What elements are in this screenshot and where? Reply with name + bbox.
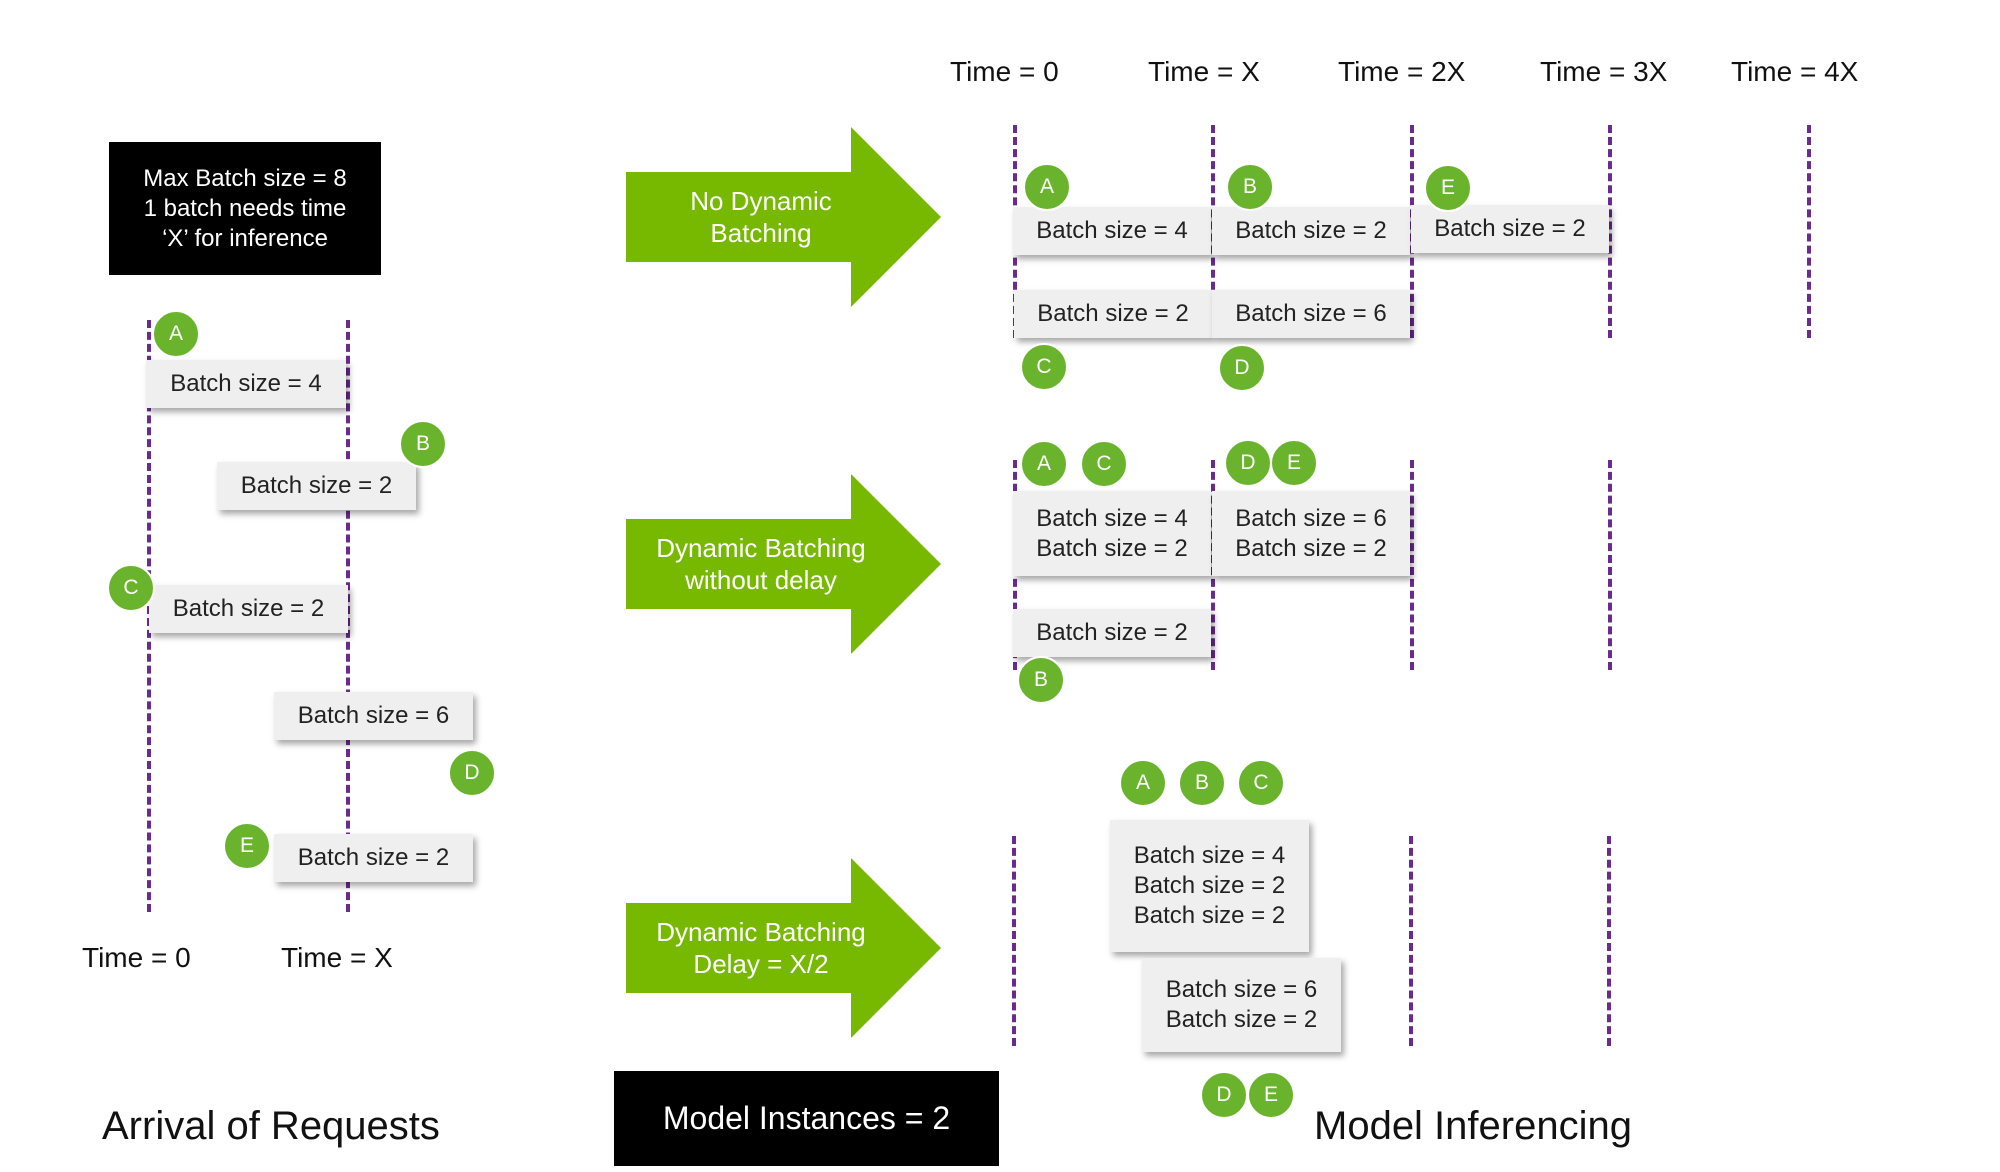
- row3-badge-b: B: [1178, 759, 1226, 807]
- arrow-shape: [626, 127, 941, 307]
- row1-badge-c: C: [1020, 343, 1068, 391]
- row3-badge-d: D: [1200, 1071, 1248, 1119]
- left-section-title: Arrival of Requests: [102, 1104, 440, 1148]
- request-d-box: Batch size = 6: [274, 692, 473, 740]
- arrow-delay-line1: Dynamic Batching: [656, 917, 866, 947]
- row1-badge-a: A: [1023, 163, 1071, 211]
- right-time-label-x: Time = X: [1148, 56, 1260, 87]
- row2-badge-b: B: [1017, 656, 1065, 704]
- request-c-badge: C: [107, 564, 155, 612]
- row2-timeline-2x: [1410, 460, 1414, 670]
- left-time-label-x: Time = X: [281, 942, 393, 973]
- row2-timeline-3x: [1608, 460, 1612, 670]
- row2-badge-d: D: [1224, 439, 1272, 487]
- request-b-label: Batch size = 2: [240, 472, 393, 499]
- row1-timeline-3x: [1608, 125, 1612, 338]
- right-time-label-2x: Time = 2X: [1338, 56, 1466, 87]
- arrow-shape: [626, 858, 941, 1038]
- info-line-1: Max Batch size = 8: [143, 164, 347, 192]
- request-e-badge: E: [223, 822, 271, 870]
- arrow-no-delay-line1: Dynamic Batching: [656, 533, 866, 563]
- left-timeline-x: [346, 320, 350, 912]
- request-c-label: Batch size = 2: [172, 595, 325, 622]
- row1-timeline-4x: [1807, 125, 1811, 338]
- row1-batch-c: Batch size = 2: [1014, 290, 1212, 338]
- right-time-label-4x: Time = 4X: [1731, 56, 1859, 87]
- row1-batch-b: Batch size = 2: [1212, 207, 1410, 255]
- row3-badge-c: C: [1237, 759, 1285, 807]
- request-b-badge: B: [399, 420, 447, 468]
- row2-batch-b: Batch size = 2: [1013, 609, 1211, 657]
- info-line-3: ‘X’ for inference: [162, 224, 328, 252]
- arrow-no-delay-line2: without delay: [685, 565, 837, 595]
- right-time-label-3x: Time = 3X: [1540, 56, 1668, 87]
- request-a-box: Batch size = 4: [146, 360, 346, 408]
- arrow-delay-line2: Delay = X/2: [693, 949, 829, 979]
- row1-badge-b: B: [1226, 163, 1274, 211]
- row1-badge-e: E: [1424, 164, 1472, 212]
- request-e-box: Batch size = 2: [274, 834, 473, 882]
- request-d-label: Batch size = 6: [297, 702, 450, 729]
- request-d-badge: D: [448, 749, 496, 797]
- row1-batch-d: Batch size = 6: [1212, 290, 1410, 338]
- request-a-badge: A: [152, 310, 200, 358]
- right-time-label-0: Time = 0: [950, 56, 1059, 87]
- row1-badge-d: D: [1218, 344, 1266, 392]
- arrow-no-dynamic-line2: Batching: [710, 218, 812, 248]
- request-e-label: Batch size = 2: [297, 844, 450, 871]
- model-instances-box: Model Instances = 2: [614, 1071, 999, 1166]
- row1-batch-e: Batch size = 2: [1411, 205, 1609, 253]
- request-a-label: Batch size = 4: [170, 370, 322, 397]
- row2-badge-e: E: [1270, 439, 1318, 487]
- info-line-2: 1 batch needs time: [143, 194, 347, 222]
- row1-batch-a: Batch size = 4: [1013, 207, 1211, 255]
- row2-badge-c: C: [1080, 440, 1128, 488]
- row3-badge-e: E: [1247, 1071, 1295, 1119]
- row3-timeline-3x: [1607, 836, 1611, 1046]
- row3-timeline-0: [1012, 836, 1016, 1046]
- arrow-shape: [626, 474, 941, 654]
- request-b-box: Batch size = 2: [217, 462, 416, 510]
- right-section-title: Model Inferencing: [1314, 1104, 1632, 1148]
- row3-timeline-2x: [1409, 836, 1413, 1046]
- info-box: Max Batch size = 8 1 batch needs time ‘X…: [109, 142, 381, 275]
- row2-badge-a: A: [1020, 440, 1068, 488]
- arrow-no-dynamic-line1: No Dynamic: [690, 186, 832, 216]
- model-instances-label: Model Instances = 2: [662, 1100, 951, 1136]
- row3-badge-a: A: [1119, 759, 1167, 807]
- request-c-box: Batch size = 2: [149, 585, 348, 633]
- left-time-label-0: Time = 0: [82, 942, 191, 973]
